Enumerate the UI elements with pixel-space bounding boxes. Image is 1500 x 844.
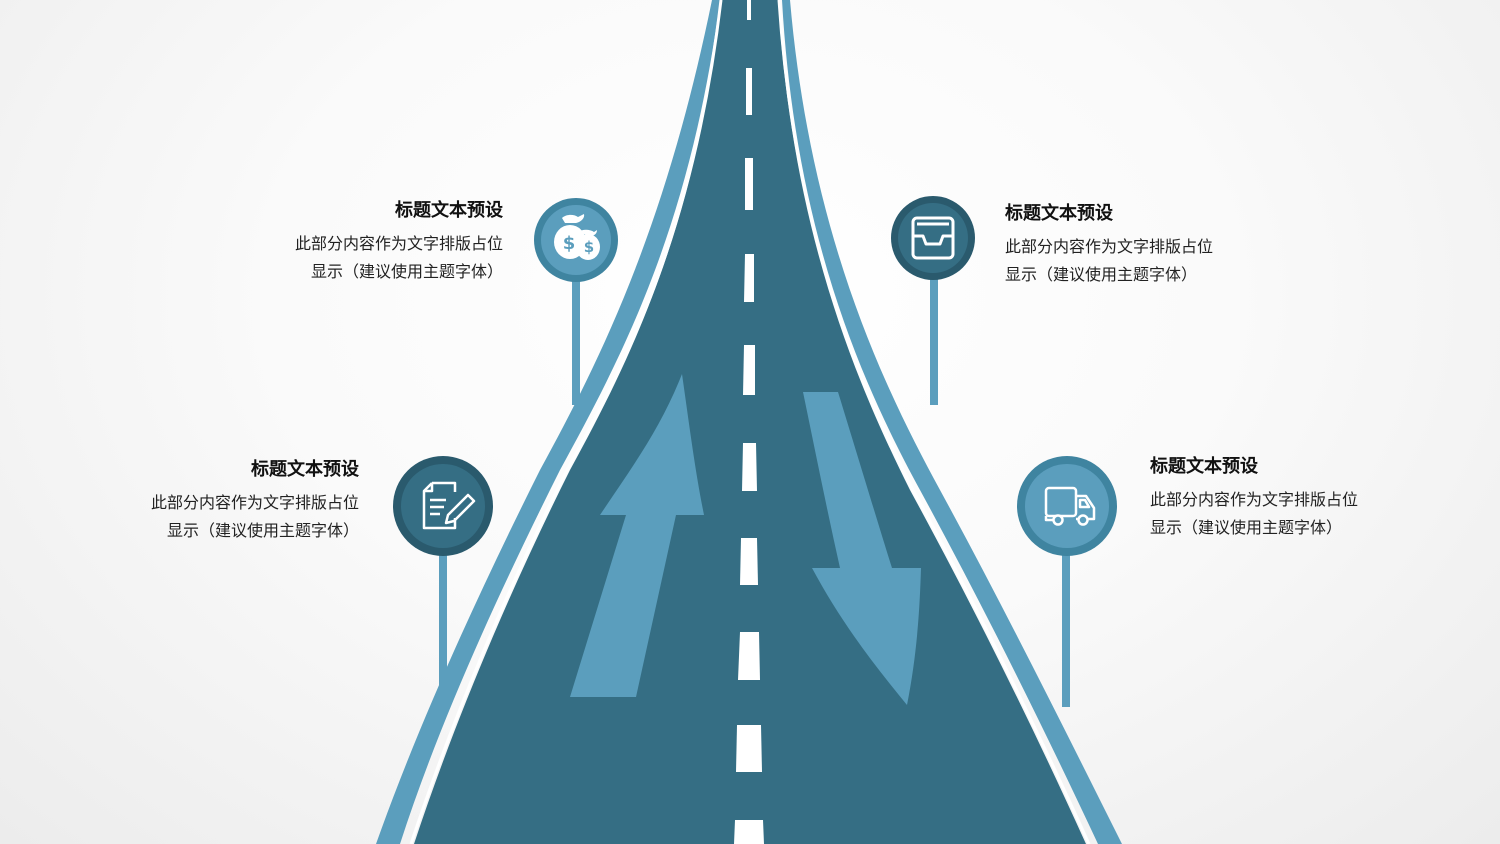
pin-pole-top-left — [572, 270, 580, 405]
info-title: 标题文本预设 — [251, 459, 359, 480]
pin-pole-top-right — [930, 270, 938, 405]
inbox-tray-icon — [911, 216, 955, 260]
center-lane-markings — [734, 0, 764, 844]
info-desc-line2: 显示（建议使用主题字体） — [166, 521, 359, 540]
info-desc-line2: 显示（建议使用主题字体） — [1150, 518, 1343, 537]
road-surface — [414, 0, 1086, 844]
pin-inbox-tray — [891, 196, 975, 280]
info-block-top-left: 标题文本预设 此部分内容作为文字排版占位 显示（建议使用主题字体） — [203, 198, 503, 286]
info-title: 标题文本预设 — [395, 200, 503, 221]
info-desc-line1: 此部分内容作为文字排版占位 — [1005, 237, 1214, 256]
info-desc-line1: 此部分内容作为文字排版占位 — [294, 234, 503, 253]
arrow-down-icon — [803, 392, 921, 705]
arrow-up-icon — [570, 374, 704, 697]
info-block-bottom-right: 标题文本预设 此部分内容作为文字排版占位 显示（建议使用主题字体） — [1150, 454, 1450, 542]
info-desc-line2: 显示（建议使用主题字体） — [1005, 265, 1198, 284]
delivery-truck-icon — [1044, 486, 1096, 526]
pin-document-edit — [393, 456, 493, 556]
pin-pole-bottom-left — [439, 545, 447, 707]
road-right-white-line — [777, 0, 1091, 844]
info-title: 标题文本预设 — [1150, 456, 1258, 477]
info-desc-line1: 此部分内容作为文字排版占位 — [1150, 490, 1359, 509]
svg-text:$: $ — [584, 238, 594, 256]
document-edit-icon — [422, 481, 476, 530]
money-bags-icon: $ $ — [554, 214, 600, 260]
info-desc-line2: 显示（建议使用主题字体） — [310, 262, 503, 281]
road-left-edge-stripe — [376, 0, 720, 844]
pin-delivery-truck — [1017, 456, 1117, 556]
info-title: 标题文本预设 — [1005, 203, 1113, 224]
info-block-bottom-left: 标题文本预设 此部分内容作为文字排版占位 显示（建议使用主题字体） — [59, 457, 359, 545]
info-desc-line1: 此部分内容作为文字排版占位 — [150, 493, 359, 512]
pin-money-bags: $ $ — [534, 198, 618, 282]
info-block-top-right: 标题文本预设 此部分内容作为文字排版占位 显示（建议使用主题字体） — [1005, 201, 1305, 289]
road-left-white-line — [409, 0, 723, 844]
svg-text:$: $ — [563, 233, 576, 254]
pin-pole-bottom-right — [1062, 545, 1070, 707]
